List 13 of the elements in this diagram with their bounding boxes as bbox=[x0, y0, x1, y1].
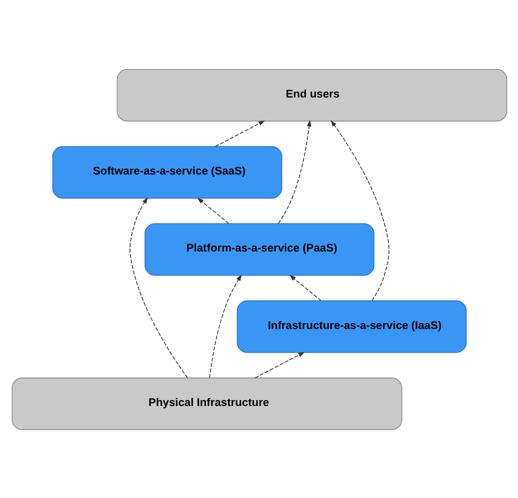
node-box: Infrastructure-as-a-service (IaaS) bbox=[236, 300, 466, 352]
node-box: Software-as-a-service (SaaS) bbox=[52, 146, 282, 198]
node-box: Platform-as-a-service (PaaS) bbox=[144, 222, 374, 276]
arrow bbox=[278, 119, 311, 224]
arrow bbox=[288, 274, 321, 301]
node-box: Physical Infrastructure bbox=[11, 377, 402, 430]
node-box: End users bbox=[116, 68, 507, 121]
arrow bbox=[208, 274, 242, 378]
arrow bbox=[129, 196, 188, 378]
arrow bbox=[214, 120, 264, 146]
arrow bbox=[196, 197, 229, 224]
arrow bbox=[254, 351, 304, 378]
arrow bbox=[330, 120, 389, 301]
